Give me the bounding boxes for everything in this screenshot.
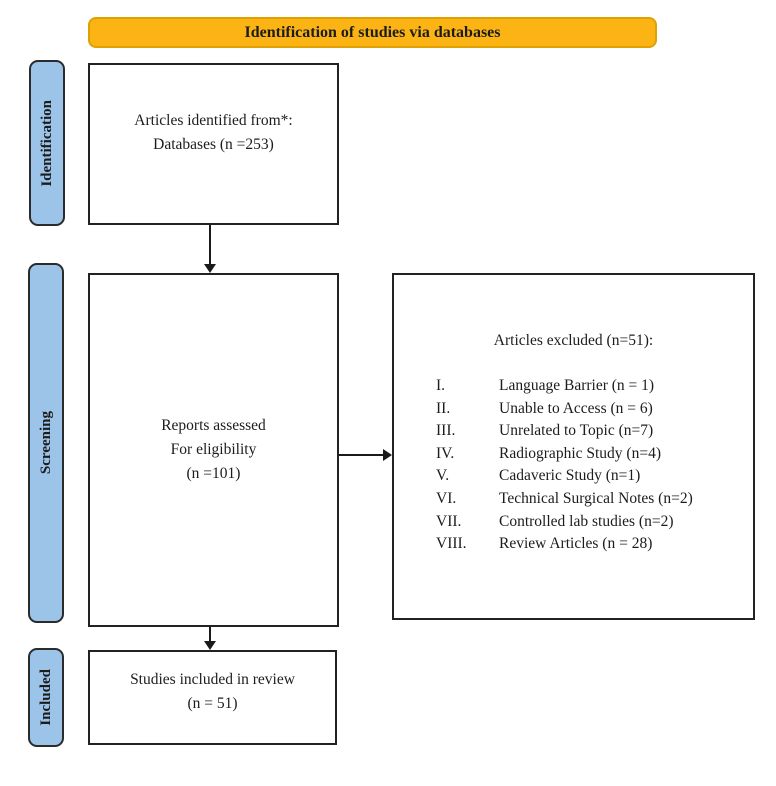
stage-included-label: Included: [37, 669, 54, 726]
stage-identification-label: Identification: [38, 99, 55, 187]
box-studies-included-line2: (n = 51): [187, 695, 238, 713]
arrow-assessed-to-excluded-head-icon: [383, 449, 392, 461]
box-articles-identified: Articles identified from*: Databases (n …: [88, 63, 339, 225]
excluded-reason-numeral: III.: [436, 422, 456, 440]
box-articles-identified-line1: Articles identified from*:: [134, 112, 293, 129]
excluded-reason-text: Unrelated to Topic (n=7): [499, 422, 654, 440]
box-reports-assessed-line3: (n =101): [186, 465, 241, 482]
excluded-reasons-list: I. Language Barrier (n = 1) II. Unable t…: [394, 375, 753, 556]
excluded-reason-numeral: II.: [436, 399, 451, 417]
excluded-reason-numeral: VIII.: [436, 535, 467, 553]
excluded-reason-numeral: I.: [436, 377, 446, 395]
stage-screening: Screening: [28, 263, 64, 623]
excluded-reason-text: Cadaveric Study (n=1): [499, 467, 641, 485]
banner-label: Identification of studies via databases: [244, 23, 501, 41]
arrow-identified-to-assessed-line: [209, 225, 211, 265]
excluded-reason-text: Review Articles (n = 28): [499, 535, 653, 553]
excluded-reason-item: IV. Radiographic Study (n=4): [436, 443, 753, 466]
excluded-reason-item: I. Language Barrier (n = 1): [436, 375, 753, 398]
excluded-reason-numeral: VI.: [436, 489, 457, 507]
excluded-reason-item: VI. Technical Surgical Notes (n=2): [436, 488, 753, 511]
banner-identification-via-databases: Identification of studies via databases: [88, 17, 657, 48]
box-reports-assessed-line2: For eligibility: [170, 440, 257, 458]
excluded-reason-numeral: V.: [436, 467, 450, 485]
box-articles-excluded: Articles excluded (n=51): I. Language Ba…: [392, 273, 755, 620]
stage-screening-label: Screening: [37, 411, 54, 475]
excluded-reason-numeral: IV.: [436, 444, 455, 462]
box-articles-excluded-title: Articles excluded (n=51):: [493, 332, 654, 349]
box-reports-assessed: Reports assessed For eligibility (n =101…: [88, 273, 339, 627]
excluded-reason-item: VIII. Review Articles (n = 28): [436, 533, 753, 556]
stage-included: Included: [28, 648, 64, 747]
excluded-reason-text: Radiographic Study (n=4): [499, 444, 661, 462]
excluded-reason-text: Technical Surgical Notes (n=2): [499, 489, 693, 507]
box-reports-assessed-line1: Reports assessed: [161, 416, 266, 434]
arrow-assessed-to-included-line: [209, 627, 211, 642]
arrow-identified-to-assessed-head-icon: [204, 264, 216, 273]
excluded-reason-text: Controlled lab studies (n=2): [499, 512, 674, 530]
box-studies-included-line1: Studies included in review: [130, 671, 295, 688]
excluded-reason-item: VII. Controlled lab studies (n=2): [436, 511, 753, 534]
arrow-assessed-to-excluded-line: [339, 454, 384, 456]
arrow-assessed-to-included-head-icon: [204, 641, 216, 650]
excluded-reason-item: V. Cadaveric Study (n=1): [436, 465, 753, 488]
excluded-reason-item: II. Unable to Access (n = 6): [436, 398, 753, 421]
excluded-reason-numeral: VII.: [436, 512, 462, 530]
excluded-reason-text: Unable to Access (n = 6): [499, 399, 653, 417]
box-studies-included: Studies included in review (n = 51): [88, 650, 337, 745]
excluded-reason-text: Language Barrier (n = 1): [499, 377, 655, 395]
excluded-reason-item: III. Unrelated to Topic (n=7): [436, 420, 753, 443]
stage-identification: Identification: [29, 60, 65, 226]
box-articles-identified-line2: Databases (n =253): [153, 136, 274, 154]
